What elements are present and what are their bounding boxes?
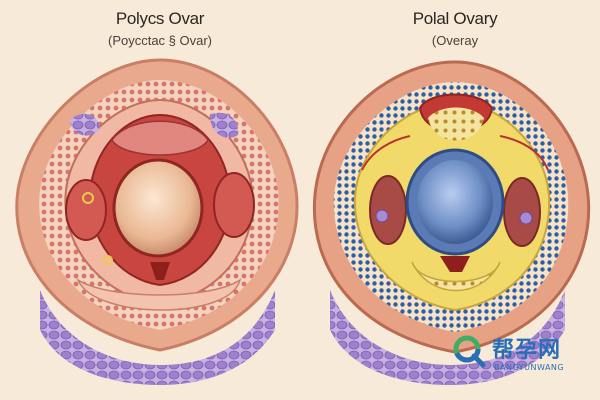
left-purple-corner-tr bbox=[210, 112, 239, 138]
left-bottom-wave bbox=[76, 278, 242, 311]
watermark-text: 帮孕网 bbox=[492, 338, 562, 363]
left-bottom-vessel bbox=[150, 262, 170, 280]
right-red-vessel-left bbox=[361, 135, 411, 171]
left-purple-base bbox=[40, 290, 275, 385]
left-top-folds bbox=[111, 120, 209, 156]
left-panel-subtitle: (Poycctac § Ovar) bbox=[107, 33, 213, 48]
right-purple-dot-right bbox=[519, 211, 533, 225]
right-side-lobe-right bbox=[503, 177, 541, 247]
right-purple-dot-left bbox=[375, 209, 389, 223]
right-side-lobe-left bbox=[369, 175, 407, 245]
magnifier-logo-icon bbox=[453, 335, 486, 368]
left-ovary-illustration bbox=[15, 58, 299, 385]
left-cyst-left bbox=[65, 179, 107, 241]
right-panel-title: Polal Ovary bbox=[412, 9, 498, 28]
left-small-follicle-b bbox=[103, 255, 113, 265]
left-central-egg bbox=[112, 158, 204, 258]
right-panel-subtitle: (Overay bbox=[431, 33, 479, 48]
right-ovary-illustration bbox=[312, 60, 591, 385]
watermark-subtext: BANGYUNWANG bbox=[494, 363, 565, 372]
left-small-follicle-a bbox=[82, 192, 94, 204]
left-purple-corner-tl bbox=[70, 113, 100, 136]
right-bottom-vessel bbox=[440, 256, 470, 272]
watermark: 帮孕网 BANGYUNWANG bbox=[452, 330, 592, 380]
right-central-egg bbox=[417, 160, 493, 244]
right-purple-base bbox=[330, 290, 565, 385]
left-cyst-right bbox=[213, 172, 255, 238]
left-panel-title: Polycs Ovar bbox=[115, 9, 205, 28]
right-corpus-bottom bbox=[411, 261, 501, 292]
right-corpus-top bbox=[428, 107, 484, 141]
right-red-vessel-right bbox=[499, 135, 549, 171]
